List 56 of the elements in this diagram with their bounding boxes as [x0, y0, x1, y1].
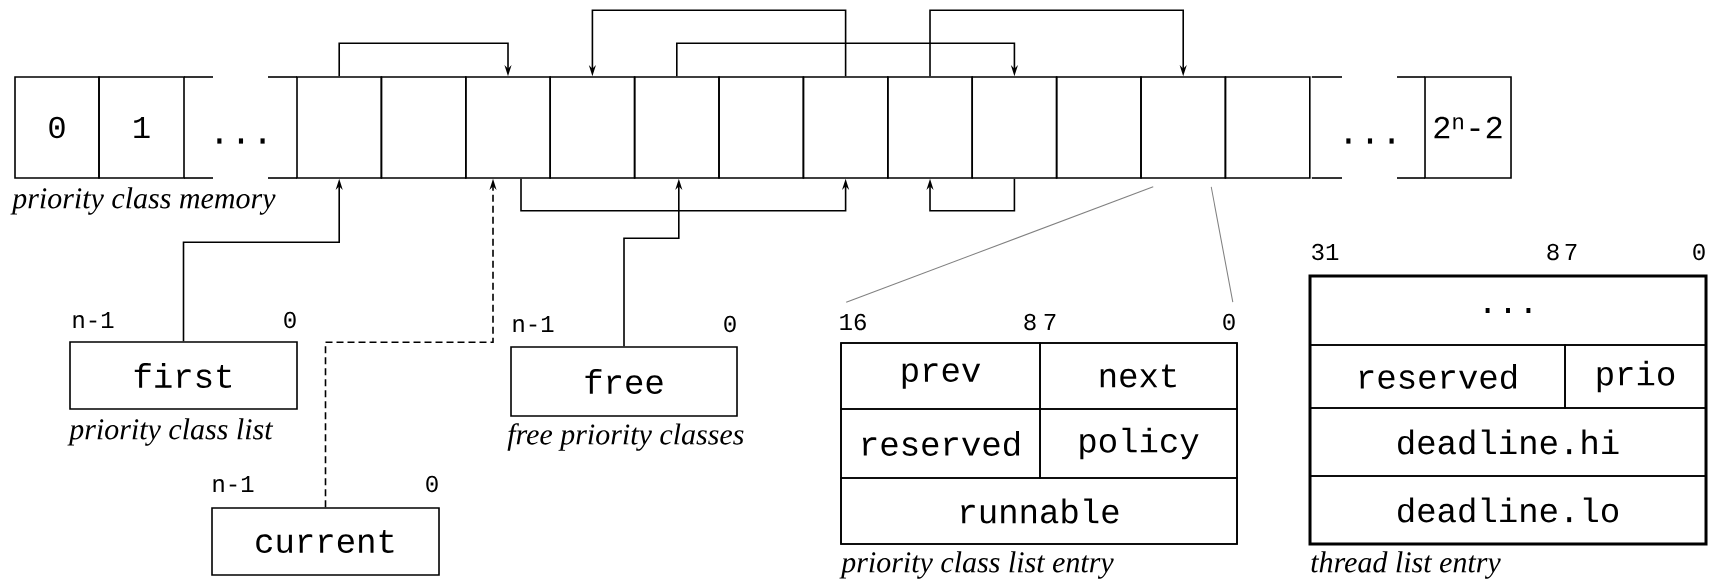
memory-cell: 0: [14, 76, 100, 179]
bit-number: 8: [1547, 243, 1559, 261]
bit-number: 0: [1693, 243, 1705, 261]
memory-cell: [887, 76, 973, 179]
table-cell: prio: [1564, 344, 1707, 409]
bit-number: 31: [1312, 243, 1339, 261]
node-label: free priority classes: [507, 423, 744, 451]
table-cell: reserved: [840, 408, 1041, 479]
memory-cell: 1: [98, 76, 185, 179]
table-outline: [1308, 274, 1708, 546]
bit-number: n-1: [513, 316, 554, 332]
table-cell: ...: [1309, 275, 1707, 346]
register-box: first: [69, 341, 298, 410]
memory-cell: [296, 76, 383, 179]
bit-number: n-1: [213, 476, 254, 492]
pointer-arrow: [676, 42, 1018, 77]
memory-cell: [465, 76, 551, 179]
memory-cell: [802, 76, 889, 179]
memory-cell: 2$^{n}$-2: [1424, 76, 1512, 179]
table-cell: next: [1039, 342, 1238, 410]
register-box: current: [211, 507, 440, 576]
leader-line: [1210, 186, 1234, 303]
bit-number: 0: [724, 315, 736, 333]
caption: priority class memory: [10, 187, 276, 215]
bit-number: 7: [1044, 314, 1056, 330]
memory-cell: [633, 76, 720, 179]
bit-number: 0: [1223, 313, 1235, 331]
memory-cell: [1055, 76, 1142, 179]
pointer-arrow: [929, 9, 1187, 77]
table-cell: prev: [840, 342, 1041, 410]
bit-number: 0: [426, 475, 438, 493]
table-cell: deadline.lo: [1309, 475, 1707, 545]
table-cell: deadline.hi: [1309, 407, 1707, 477]
ellipsis: ...: [1346, 138, 1394, 144]
pointer-arrow: [338, 42, 512, 77]
bit-number: 7: [1565, 244, 1577, 260]
bit-number: 0: [284, 311, 296, 329]
memory-cell: [1140, 76, 1227, 179]
memory-cell: [380, 76, 467, 179]
pointer-arrow: [926, 178, 1016, 212]
node-label: priority class list entry: [839, 551, 1114, 579]
node-label: thread list entry: [1311, 551, 1501, 579]
bit-number: n-1: [73, 312, 114, 328]
table-cell: runnable: [840, 477, 1238, 545]
memory-cell: [549, 76, 636, 179]
ellipsis: ...: [217, 138, 265, 144]
register-box: free: [510, 346, 738, 417]
node-label: priority class list: [67, 418, 274, 446]
leader-line: [845, 186, 1154, 303]
memory-cell: [718, 76, 805, 179]
memory-cell: [971, 76, 1058, 179]
table-cell: policy: [1039, 408, 1238, 479]
bit-number: 16: [840, 313, 866, 331]
bit-number: 8: [1024, 313, 1036, 331]
table-cell: reserved: [1309, 344, 1566, 409]
memory-cell: [1224, 76, 1311, 179]
